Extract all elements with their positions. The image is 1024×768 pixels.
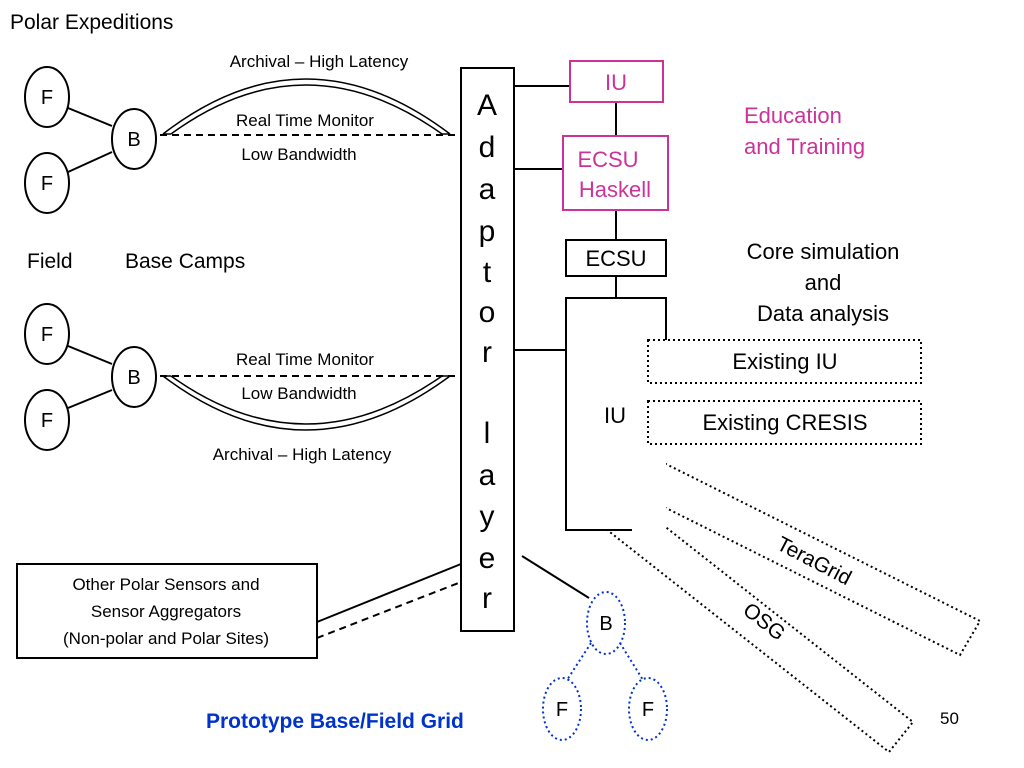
- adaptor-layer-label: A d a p t o r l a y e r: [477, 89, 497, 615]
- iu-cluster-outline: [565, 297, 667, 531]
- existing-iu-box: [647, 339, 922, 384]
- existing-iu-label: Existing IU: [732, 349, 837, 374]
- iu-node: [569, 60, 664, 103]
- top-base-node: [111, 108, 157, 170]
- ecsu-node-label: ECSU: [585, 246, 646, 271]
- top-field-node-2: [24, 152, 70, 214]
- bottom-archival-link-outer: [162, 375, 451, 431]
- bottom-base-node-label: B: [127, 367, 140, 389]
- core-label-2: and: [805, 270, 842, 295]
- top-expedition-group: F F B Archival – High Latency Real Time …: [24, 52, 460, 214]
- proto-base-node: [586, 591, 626, 655]
- proto-edge-b-f1: [566, 642, 592, 681]
- core-label-1: Core simulation: [747, 239, 900, 264]
- existing-cresis-box: [647, 400, 922, 445]
- top-base-node-label: B: [127, 129, 140, 151]
- adaptor-letter: e: [479, 542, 496, 575]
- top-archival-link-outer: [162, 78, 451, 135]
- sensors-group: Other Polar Sensors and Sensor Aggregato…: [16, 563, 462, 659]
- adaptor-letter: t: [483, 256, 492, 289]
- ecsu-haskell-node: [562, 135, 669, 211]
- adaptor-layer-box: [460, 67, 515, 632]
- legend-base-label: Base Camps: [125, 250, 245, 273]
- ecsu-haskell-label-1: ECSU: [577, 147, 638, 172]
- adaptor-letter: p: [479, 215, 496, 248]
- bottom-expedition-group: F F B Real Time Monitor Low Bandwidth Ar…: [24, 303, 460, 464]
- top-field-node-1: [24, 66, 70, 128]
- proto-field-node-1-label: F: [556, 699, 568, 721]
- iu-node-label: IU: [605, 70, 627, 95]
- diagram-title: Polar Expeditions: [10, 11, 173, 34]
- proto-base-node-label: B: [599, 613, 612, 635]
- education-label-1: Education: [744, 103, 842, 128]
- core-label-3: Data analysis: [757, 301, 889, 326]
- proto-field-node-1: [542, 677, 582, 741]
- iu-cluster: IU Existing IU Existing CRESIS: [565, 297, 922, 531]
- top-realtime-label: Real Time Monitor: [236, 111, 374, 130]
- top-edge-f1-b: [67, 107, 113, 127]
- bottom-archival-label: Archival – High Latency: [213, 445, 392, 464]
- bottom-edge-f2-b: [67, 389, 113, 409]
- sensors-dashed-link: [316, 581, 462, 639]
- page-number: 50: [940, 709, 959, 728]
- iu-cluster-fill: [566, 298, 666, 530]
- prototype-grid-caption: Prototype Base/Field Grid: [206, 710, 464, 733]
- prototype-grid: B F F: [542, 591, 668, 741]
- top-field-node-1-label: F: [41, 87, 53, 109]
- bottom-realtime-label: Real Time Monitor: [236, 350, 374, 369]
- sensors-label-1: Other Polar Sensors and: [72, 575, 259, 594]
- ecsu-haskell-label-2: Haskell: [579, 177, 651, 202]
- sensors-solid-link: [316, 563, 462, 623]
- bottom-archival-link-inner: [170, 375, 443, 425]
- link-adaptor-proto-grid: [521, 555, 590, 599]
- adaptor-letter: y: [480, 500, 495, 533]
- bottom-field-node-1-label: F: [41, 324, 53, 346]
- adaptor-letter: a: [479, 173, 496, 206]
- adaptor-letter: d: [479, 131, 496, 164]
- adaptor-letter: A: [477, 89, 497, 122]
- iu-cluster-label: IU: [604, 403, 626, 428]
- adaptor-letter: r: [482, 336, 492, 369]
- sensors-box: [16, 563, 318, 659]
- proto-field-node-2: [628, 677, 668, 741]
- bottom-edge-f1-b: [67, 345, 113, 365]
- bottom-field-node-2: [24, 389, 70, 451]
- proto-field-node-2-label: F: [642, 699, 654, 721]
- legend-field-label: Field: [27, 250, 73, 273]
- top-field-node-2-label: F: [41, 173, 53, 195]
- top-archival-link-inner: [170, 84, 443, 135]
- adaptor-letter: l: [484, 417, 491, 450]
- existing-cresis-label: Existing CRESIS: [702, 410, 867, 435]
- adaptor-letter: r: [482, 582, 492, 615]
- sensors-label-3: (Non-polar and Polar Sites): [63, 629, 269, 648]
- education-label-2: and Training: [744, 134, 865, 159]
- ecsu-node: [565, 239, 667, 277]
- bottom-field-node-1: [24, 303, 70, 365]
- bottom-bandwidth-label: Low Bandwidth: [241, 384, 356, 403]
- top-archival-label: Archival – High Latency: [230, 52, 409, 71]
- sensors-label-2: Sensor Aggregators: [91, 602, 241, 621]
- bottom-base-node: [111, 346, 157, 408]
- top-edge-f2-b: [67, 151, 113, 173]
- adaptor-letter: a: [479, 459, 496, 492]
- adaptor-letter: o: [479, 296, 496, 329]
- top-bandwidth-label: Low Bandwidth: [241, 145, 356, 164]
- proto-edge-b-f2: [619, 642, 644, 681]
- bottom-field-node-2-label: F: [41, 410, 53, 432]
